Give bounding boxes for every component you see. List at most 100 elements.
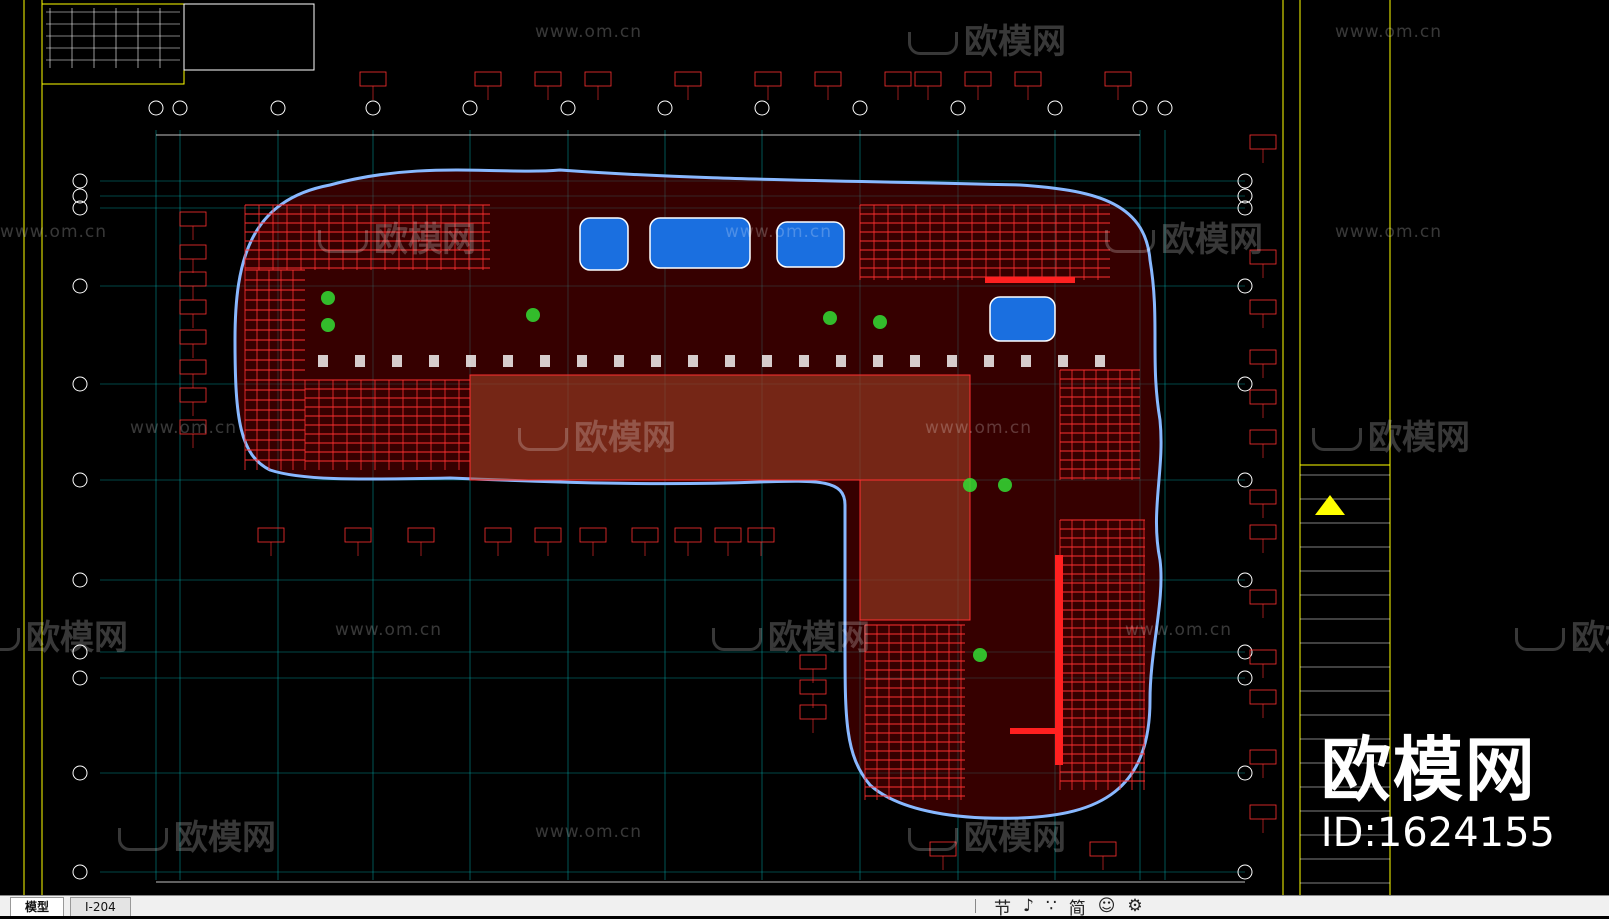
- snap-icon[interactable]: ∵: [1045, 896, 1057, 916]
- status-bar: 模型 I-204 节 ♪ ∵ 简 ☺ ⚙: [0, 895, 1609, 919]
- grid-bubble-top: [754, 100, 770, 116]
- core-area-lower: [859, 479, 971, 621]
- grid-bubble-left: [72, 864, 88, 880]
- callout-tag: [534, 527, 562, 543]
- callout-tag: [1249, 489, 1277, 505]
- grid-bubble-top: [365, 100, 381, 116]
- grid-bubble-right: [1237, 572, 1253, 588]
- status-divider: [975, 899, 976, 913]
- floor-plan-drawing[interactable]: [0, 0, 1609, 895]
- grid-bubble-top: [148, 100, 164, 116]
- tab-layout-i204[interactable]: I-204: [70, 897, 131, 916]
- callout-tag: [257, 527, 285, 543]
- grid-bubble-right: [1237, 765, 1253, 781]
- core-area: [469, 374, 971, 481]
- callout-tag: [884, 71, 912, 87]
- callout-tag: [1249, 749, 1277, 765]
- grid-bubble-top: [1132, 100, 1148, 116]
- structural-column: [355, 355, 365, 367]
- planter: [963, 478, 977, 492]
- structural-column: [429, 355, 439, 367]
- annotation-scale-icon[interactable]: 节: [994, 898, 1011, 919]
- callout-tag: [1249, 299, 1277, 315]
- callout-tag: [914, 71, 942, 87]
- callout-tag: [674, 71, 702, 87]
- grid-bubble-left: [72, 644, 88, 660]
- callout-tag: [799, 654, 827, 670]
- callout-tag: [1249, 804, 1277, 820]
- callout-tag: [179, 387, 207, 403]
- cad-viewport[interactable]: www.om.cn www.om.cn www.om.cn www.om.cn …: [0, 0, 1609, 895]
- grid-bubble-top: [852, 100, 868, 116]
- water-feature: [579, 217, 629, 271]
- structural-column: [651, 355, 661, 367]
- grid-bubble-left: [72, 188, 88, 204]
- planter: [526, 308, 540, 322]
- callout-tag: [534, 71, 562, 87]
- grid-bubble-right: [1237, 188, 1253, 204]
- brand-logo-text: 欧模网: [1320, 729, 1537, 811]
- callout-tag: [179, 271, 207, 287]
- grid-bubble-top: [462, 100, 478, 116]
- grid-bubble-left: [72, 765, 88, 781]
- callout-tag: [929, 841, 957, 857]
- structural-column: [836, 355, 846, 367]
- structural-column: [318, 355, 328, 367]
- grid-bubble-right: [1237, 173, 1253, 189]
- structural-column: [540, 355, 550, 367]
- callout-tag: [674, 527, 702, 543]
- planter: [321, 291, 335, 305]
- sound-icon[interactable]: ♪: [1023, 896, 1034, 916]
- grid-bubble-right: [1237, 376, 1253, 392]
- wall-bar: [1010, 728, 1060, 734]
- callout-tag: [747, 527, 775, 543]
- grid-bubble-top: [1157, 100, 1173, 116]
- tab-model[interactable]: 模型: [10, 897, 65, 916]
- grid-bubble-right: [1237, 200, 1253, 216]
- callout-tag: [484, 527, 512, 543]
- grid-bubble-top: [1047, 100, 1063, 116]
- callout-tag: [179, 329, 207, 345]
- callout-tag: [1249, 649, 1277, 665]
- grid-bubble-right: [1237, 670, 1253, 686]
- status-tools: 节 ♪ ∵ 简 ☺ ⚙: [994, 896, 1143, 919]
- grid-bubble-right: [1237, 644, 1253, 660]
- grid-bubble-right: [1237, 864, 1253, 880]
- callout-tag: [1249, 389, 1277, 405]
- callout-tag: [964, 71, 992, 87]
- grid-bubble-top: [172, 100, 188, 116]
- structural-column: [577, 355, 587, 367]
- callout-tag: [1249, 429, 1277, 445]
- water-feature: [649, 217, 751, 269]
- callout-tag: [1249, 134, 1277, 150]
- grid-bubble-left: [72, 572, 88, 588]
- grid-bubble-left: [72, 472, 88, 488]
- brand-watermark: 欧模网 ID:1624155: [1321, 735, 1555, 855]
- planter: [998, 478, 1012, 492]
- grid-bubble-right: [1237, 472, 1253, 488]
- callout-tag: [579, 527, 607, 543]
- planter: [873, 315, 887, 329]
- wall-bar: [985, 277, 1075, 283]
- legend-table: [41, 3, 185, 85]
- callout-tag: [179, 359, 207, 375]
- callout-tag: [1089, 841, 1117, 857]
- grid-bubble-top: [560, 100, 576, 116]
- smiley-icon[interactable]: ☺: [1097, 896, 1116, 916]
- grid-bubble-top: [270, 100, 286, 116]
- simplified-icon[interactable]: 简: [1068, 898, 1086, 919]
- structural-column: [1021, 355, 1031, 367]
- callout-tag: [474, 71, 502, 87]
- building-outline: [233, 168, 1163, 820]
- callout-tag: [344, 527, 372, 543]
- callout-tag: [407, 527, 435, 543]
- gear-icon[interactable]: ⚙: [1127, 896, 1143, 916]
- structural-column: [910, 355, 920, 367]
- grid-bubble-left: [72, 173, 88, 189]
- structural-column: [984, 355, 994, 367]
- callout-tag: [1249, 249, 1277, 265]
- planter: [823, 311, 837, 325]
- callout-tag: [1249, 589, 1277, 605]
- structural-column: [466, 355, 476, 367]
- brand-id-text: ID:1624155: [1320, 810, 1555, 856]
